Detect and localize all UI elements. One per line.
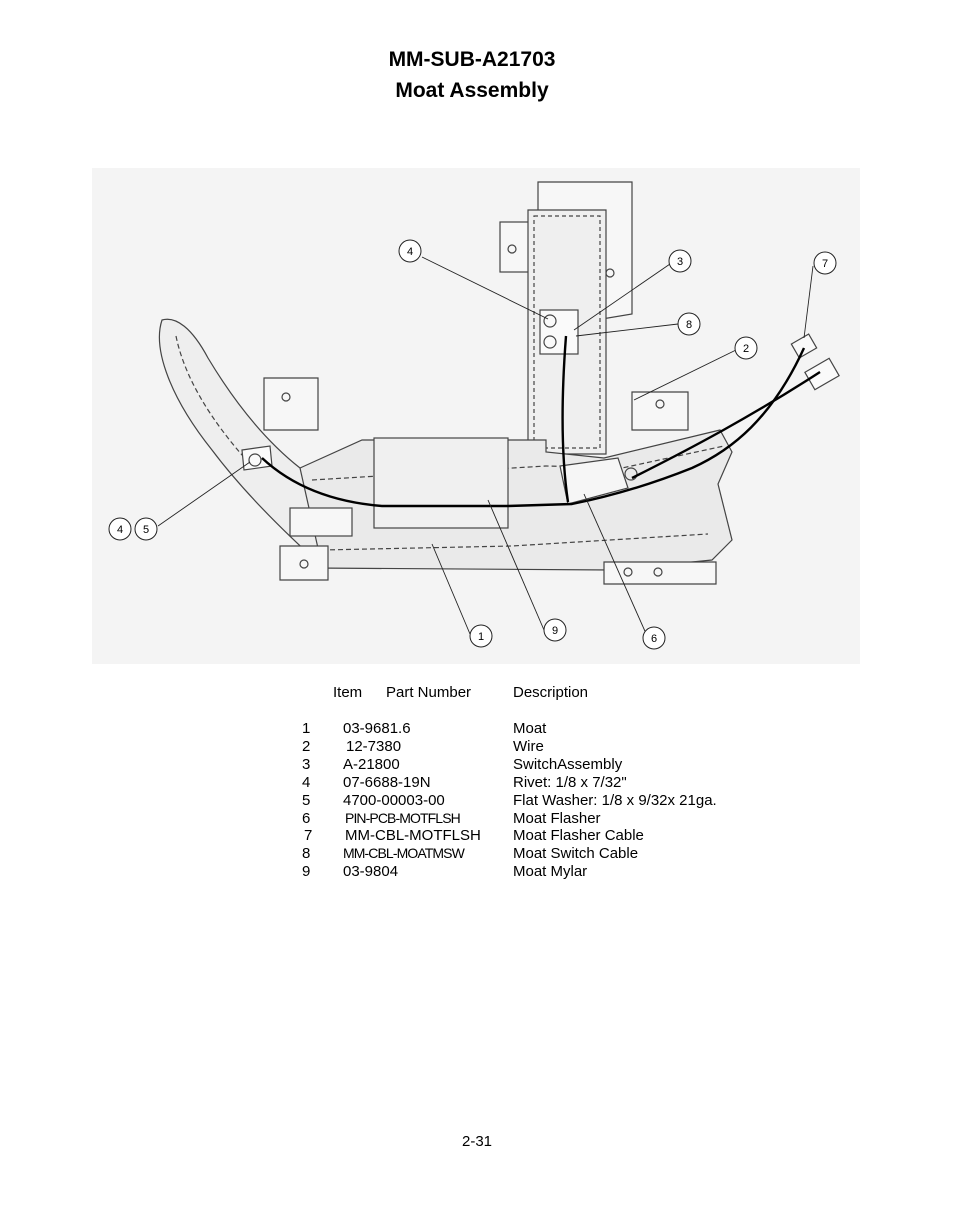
callout-7: 7 bbox=[813, 251, 837, 275]
part-description: Moat Flasher Cable bbox=[513, 827, 644, 844]
table-row: 9 03-9804 Moat Mylar bbox=[0, 863, 954, 881]
callout-5: 5 bbox=[134, 517, 158, 541]
callout-2: 2 bbox=[734, 336, 758, 360]
part-number: 07-6688-19N bbox=[343, 774, 431, 791]
mylar bbox=[373, 437, 509, 529]
part-description: Moat Switch Cable bbox=[513, 845, 639, 862]
part-number: 12-7380 bbox=[346, 738, 402, 755]
item-number: 8 bbox=[302, 845, 311, 862]
svg-text:9: 9 bbox=[552, 625, 558, 637]
callout-9: 9 bbox=[543, 618, 567, 642]
svg-text:6: 6 bbox=[651, 633, 657, 645]
page-number: 2-31 bbox=[461, 1133, 493, 1150]
callout-4-top: 4 bbox=[398, 239, 422, 263]
part-description: Rivet: 1/8 x 7/32" bbox=[513, 774, 627, 791]
assembly-title: Moat Assembly bbox=[395, 79, 549, 102]
table-row: 8 MM-CBL-MOATMSW Moat Switch Cable bbox=[0, 845, 954, 863]
svg-text:2: 2 bbox=[743, 343, 749, 355]
part-number: MM-CBL-MOTFLSH bbox=[345, 827, 481, 844]
svg-text:4: 4 bbox=[117, 524, 123, 536]
svg-text:4: 4 bbox=[407, 246, 413, 258]
assembly-drawing: 4 3 7 8 2 4 5 1 9 6 bbox=[92, 168, 860, 664]
flasher-box bbox=[559, 457, 629, 505]
callout-1: 1 bbox=[469, 624, 493, 648]
table-row: 6 PIN-PCB-MOTFLSH Moat Flasher bbox=[0, 810, 954, 828]
part-number: 03-9681.6 bbox=[343, 720, 411, 737]
item-number: 5 bbox=[302, 792, 311, 809]
col-header-part: Part Number bbox=[386, 684, 472, 701]
svg-text:1: 1 bbox=[478, 631, 484, 643]
item-number: 4 bbox=[302, 774, 311, 791]
part-description: SwitchAssembly bbox=[513, 756, 623, 773]
part-description: Flat Washer: 1/8 x 9/32x 21ga. bbox=[513, 792, 717, 809]
part-number: PIN-PCB-MOTFLSH bbox=[345, 810, 461, 826]
table-row: 5 4700-00003-00 Flat Washer: 1/8 x 9/32x… bbox=[0, 792, 954, 810]
svg-text:7: 7 bbox=[822, 258, 828, 270]
col-header-item: Item bbox=[333, 684, 363, 701]
col-header-desc: Description bbox=[513, 684, 589, 701]
part-description: Wire bbox=[513, 738, 544, 755]
part-number: 03-9804 bbox=[343, 863, 399, 880]
item-number: 6 bbox=[302, 810, 311, 827]
table-row: 1 03-9681.6 Moat bbox=[0, 720, 954, 738]
part-description: Moat bbox=[513, 720, 547, 737]
item-number: 1 bbox=[302, 720, 311, 737]
callout-3: 3 bbox=[668, 249, 692, 273]
part-number: A-21800 bbox=[343, 756, 400, 773]
callout-4-left: 4 bbox=[108, 517, 132, 541]
item-number: 7 bbox=[304, 827, 313, 844]
side-tab bbox=[631, 391, 689, 431]
callout-8: 8 bbox=[677, 312, 701, 336]
table-row: 3 A-21800 SwitchAssembly bbox=[0, 756, 954, 774]
left-bracket bbox=[263, 377, 319, 431]
item-number: 3 bbox=[302, 756, 311, 773]
part-number: 4700-00003-00 bbox=[343, 792, 445, 809]
assembly-number: MM-SUB-A21703 bbox=[388, 48, 556, 71]
part-description: Moat Flasher bbox=[513, 810, 601, 827]
table-row: 7 MM-CBL-MOTFLSH Moat Flasher Cable bbox=[0, 827, 954, 845]
callout-6: 6 bbox=[642, 626, 666, 650]
part-number: MM-CBL-MOATMSW bbox=[343, 845, 465, 861]
svg-text:5: 5 bbox=[143, 524, 149, 536]
svg-text:3: 3 bbox=[677, 256, 683, 268]
table-row: 2 12-7380 Wire bbox=[0, 738, 954, 756]
item-number: 9 bbox=[302, 863, 311, 880]
wire-harness bbox=[261, 347, 806, 508]
item-number: 2 bbox=[302, 738, 311, 755]
svg-text:8: 8 bbox=[686, 319, 692, 331]
part-description: Moat Mylar bbox=[513, 863, 588, 880]
table-row: 4 07-6688-19N Rivet: 1/8 x 7/32" bbox=[0, 774, 954, 792]
